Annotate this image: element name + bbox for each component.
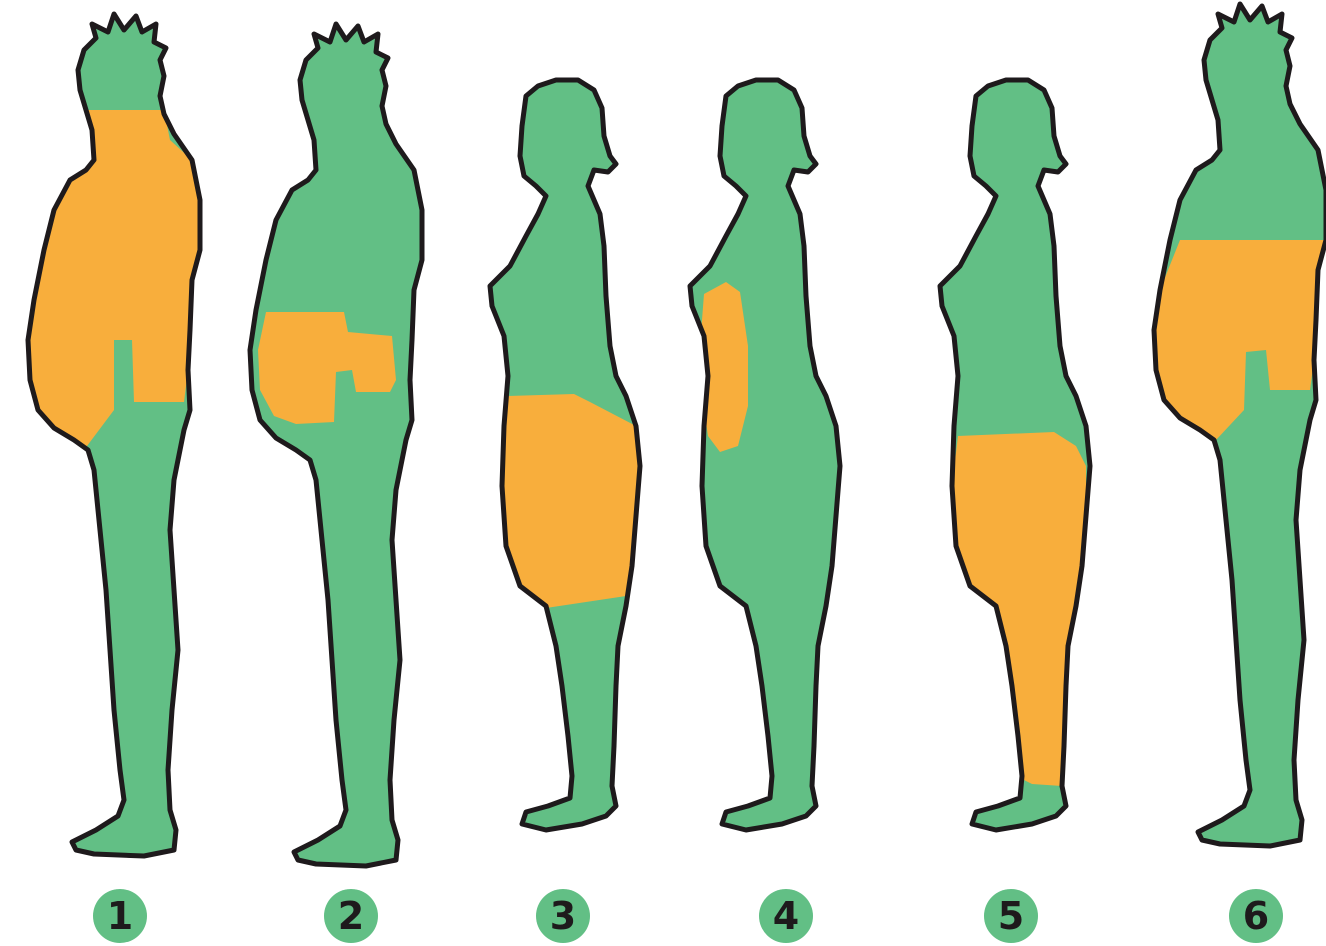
figure-6-male — [1154, 4, 1326, 846]
figure-3-fat-hips-thighs — [502, 394, 640, 608]
figure-3-female — [490, 80, 640, 830]
badge-2: 2 — [324, 889, 378, 943]
badge-5-number: 5 — [998, 894, 1024, 938]
badges-layer: 1 2 3 4 5 6 — [93, 889, 1283, 943]
figure-5-female — [940, 80, 1090, 830]
badge-6-number: 6 — [1243, 894, 1269, 938]
figures-layer — [28, 4, 1326, 866]
badge-4: 4 — [759, 889, 813, 943]
badge-4-number: 4 — [773, 894, 799, 938]
badge-3: 3 — [536, 889, 590, 943]
badge-2-number: 2 — [338, 894, 364, 938]
badge-1-number: 1 — [107, 894, 133, 938]
figure-1-male — [28, 14, 200, 856]
badge-5: 5 — [984, 889, 1038, 943]
badge-3-number: 3 — [550, 894, 576, 938]
figure-1-fat-neck-chest-belly — [28, 110, 200, 450]
figure-2-male — [250, 24, 422, 866]
badge-1: 1 — [93, 889, 147, 943]
figure-4-female — [690, 80, 840, 830]
badge-6: 6 — [1229, 889, 1283, 943]
